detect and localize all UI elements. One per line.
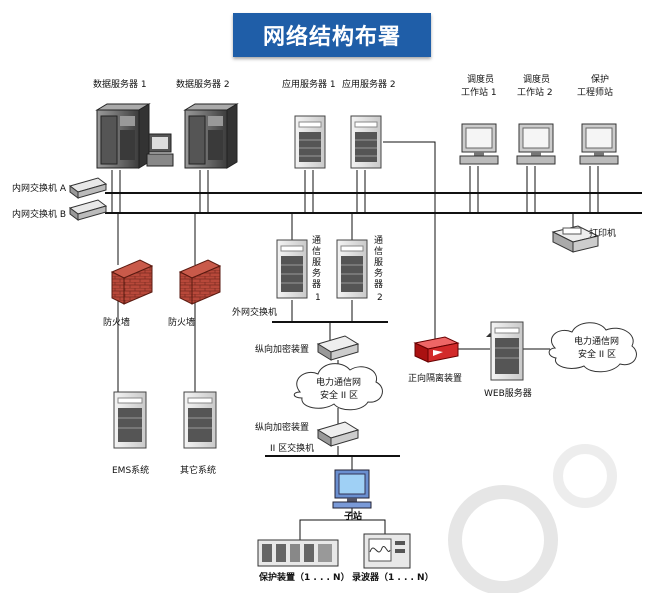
- encryption-device-2: [316, 421, 360, 447]
- power-network-cloud-2: [548, 322, 637, 373]
- protection-device: [257, 539, 339, 567]
- recorder-label: 录波器（1 . . . N）: [352, 571, 434, 583]
- ems-label: EMS系统: [112, 464, 149, 476]
- app-server-1-label: 应用服务器 1: [282, 78, 336, 90]
- recorder-device: [363, 533, 411, 569]
- svg-text:信: 信: [374, 245, 383, 257]
- bus-connections: [111, 166, 599, 395]
- lan-switch-b: [68, 199, 108, 221]
- dispatcher-ws1-label-line2: 工作站 1: [461, 86, 497, 98]
- encryption-device-1: [316, 335, 360, 361]
- power-net2-label-line1: 电力通信网: [574, 335, 619, 347]
- firewall-1-label: 防火墙: [103, 316, 130, 328]
- substation-label: 子站: [344, 510, 362, 522]
- svg-text:通: 通: [312, 235, 321, 246]
- power-net-label-line2: 安全 II 区: [320, 389, 358, 401]
- svg-text:服: 服: [312, 257, 321, 268]
- encryption-2-label: 纵向加密装置: [255, 421, 309, 433]
- dispatcher-workstation-2: [516, 123, 556, 165]
- svg-text:器: 器: [312, 279, 321, 290]
- substation-computer: [332, 469, 372, 509]
- printer-icon: [551, 225, 600, 253]
- svg-text:通: 通: [374, 235, 383, 246]
- web-server-label: WEB服务器: [484, 387, 532, 399]
- other-system-label: 其它系统: [180, 464, 216, 476]
- web-server: [490, 321, 524, 381]
- lan-switch-b-label: 内网交换机 B: [12, 208, 66, 220]
- console-monitor: [146, 133, 174, 167]
- isolation-device: [413, 336, 460, 363]
- firewall-1: [110, 259, 154, 305]
- firewall-2: [178, 259, 222, 305]
- app-server-2: [350, 115, 382, 169]
- protection-workstation: [579, 123, 619, 165]
- protection-device-label: 保护装置（1 . . . N）: [258, 571, 350, 583]
- svg-text:务: 务: [312, 267, 321, 279]
- svg-text:务: 务: [374, 267, 383, 279]
- protection-ws-label-line2: 工程师站: [577, 86, 613, 98]
- outer-switch-label: 外网交换机: [232, 306, 277, 318]
- comm-server-1: [276, 239, 308, 299]
- comm-server-1-label: 通 信 服 务 器 1: [312, 235, 321, 303]
- svg-text:信: 信: [312, 245, 321, 257]
- protection-ws-label-line1: 保护: [591, 73, 609, 85]
- svg-text:器: 器: [374, 279, 383, 290]
- lan-switch-a: [68, 177, 108, 199]
- firewall-2-label: 防火墙: [168, 316, 195, 328]
- encryption-1-label: 纵向加密装置: [255, 343, 309, 355]
- dispatcher-ws2-label-line1: 调度员: [523, 73, 550, 85]
- zone2-switch-label: II 区交换机: [270, 442, 314, 454]
- data-server-2: [183, 103, 239, 169]
- app-server-1: [294, 115, 326, 169]
- data-server-1: [95, 103, 151, 169]
- isolation-label: 正向隔离装置: [408, 372, 462, 384]
- dispatcher-ws2-label-line2: 工作站 2: [517, 86, 553, 98]
- data-server-2-label: 数据服务器 2: [176, 78, 230, 90]
- watermark-circles: [448, 444, 617, 595]
- comm-server-2: [336, 239, 368, 299]
- power-net2-label-line2: 安全 II 区: [578, 348, 616, 360]
- data-server-1-label: 数据服务器 1: [93, 78, 147, 90]
- power-network-cloud: [293, 363, 383, 411]
- dispatcher-ws1-label-line1: 调度员: [467, 73, 494, 85]
- page-title: 网络结构布署: [233, 13, 431, 57]
- lan-switch-a-label: 内网交换机 A: [12, 182, 67, 194]
- printer-label: 打印机: [589, 227, 616, 239]
- other-system-server: [183, 391, 217, 449]
- power-net-label-line1: 电力通信网: [316, 376, 361, 388]
- comm-server-2-label: 通 信 服 务 器 2: [374, 235, 383, 303]
- ems-server: [113, 391, 147, 449]
- isolation-link: [383, 141, 436, 340]
- svg-text:1: 1: [315, 293, 321, 303]
- svg-text:2: 2: [377, 293, 383, 303]
- svg-text:服: 服: [374, 257, 383, 268]
- app-server-2-label: 应用服务器 2: [342, 78, 396, 90]
- dispatcher-workstation-1: [459, 123, 499, 165]
